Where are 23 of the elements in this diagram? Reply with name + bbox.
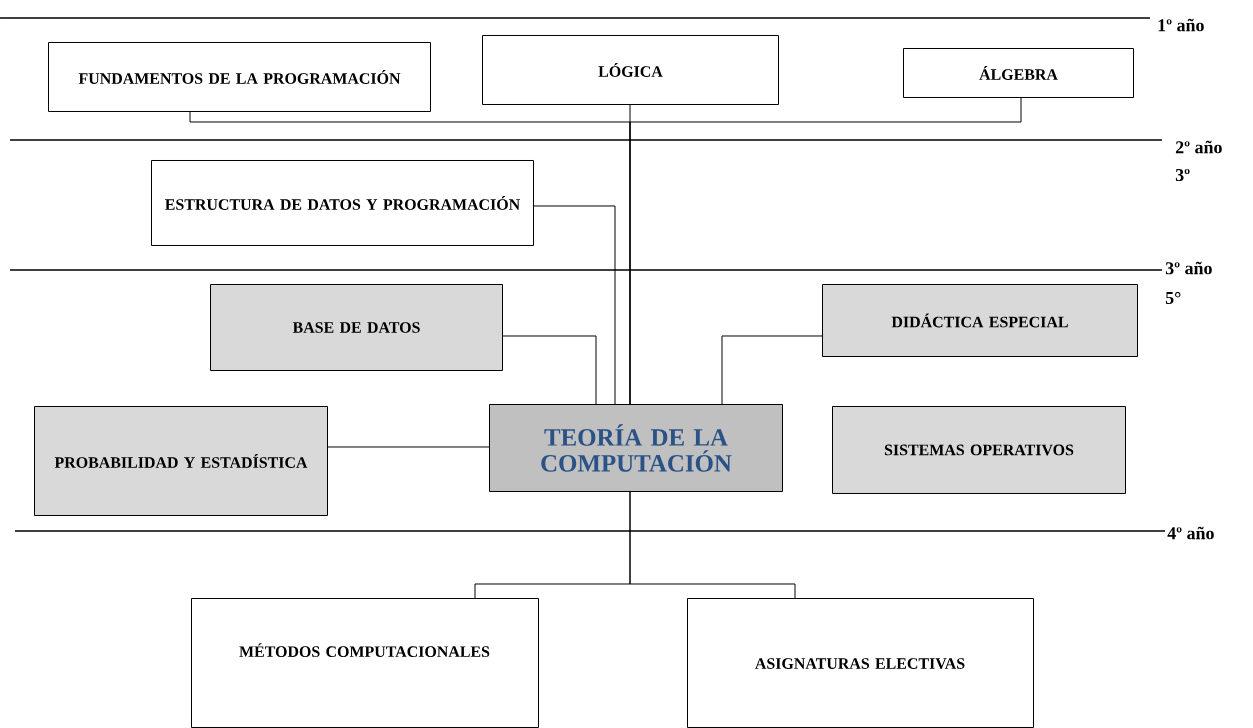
course-box: SISTEMAS OPERATIVOS	[832, 406, 1126, 494]
connector	[629, 96, 1022, 405]
connector	[629, 490, 796, 599]
year-label: 3º año	[1165, 261, 1212, 275]
course-box: ASIGNATURAS ELECTIVAS	[687, 598, 1034, 728]
connector	[326, 446, 490, 448]
connector	[501, 335, 597, 405]
year-label: 5°	[1165, 291, 1181, 305]
course-box: LÓGICA	[482, 35, 779, 105]
year-label: 3º	[1175, 168, 1190, 182]
course-box: DIDÁCTICA ESPECIAL	[822, 284, 1138, 357]
connector	[721, 335, 823, 405]
course-box: MÉTODOS COMPUTACIONALES	[191, 598, 539, 728]
course-box: ÁLGEBRA	[903, 48, 1134, 98]
year-label: 4º año	[1167, 526, 1214, 540]
course-box: PROBABILIDAD Y ESTADÍSTICA	[34, 406, 328, 516]
year-label: 2º año	[1175, 140, 1222, 154]
connector	[532, 205, 616, 405]
course-box: ESTRUCTURA DE DATOS Y PROGRAMACIÓN	[151, 160, 534, 246]
year-label: 1º año	[1158, 18, 1204, 32]
course-box: FUNDAMENTOS DE LA PROGRAMACIÓN	[48, 42, 431, 112]
main-course-box: TEORÍA DE LA COMPUTACIÓN	[489, 404, 783, 492]
course-box: BASE DE DATOS	[210, 284, 503, 371]
